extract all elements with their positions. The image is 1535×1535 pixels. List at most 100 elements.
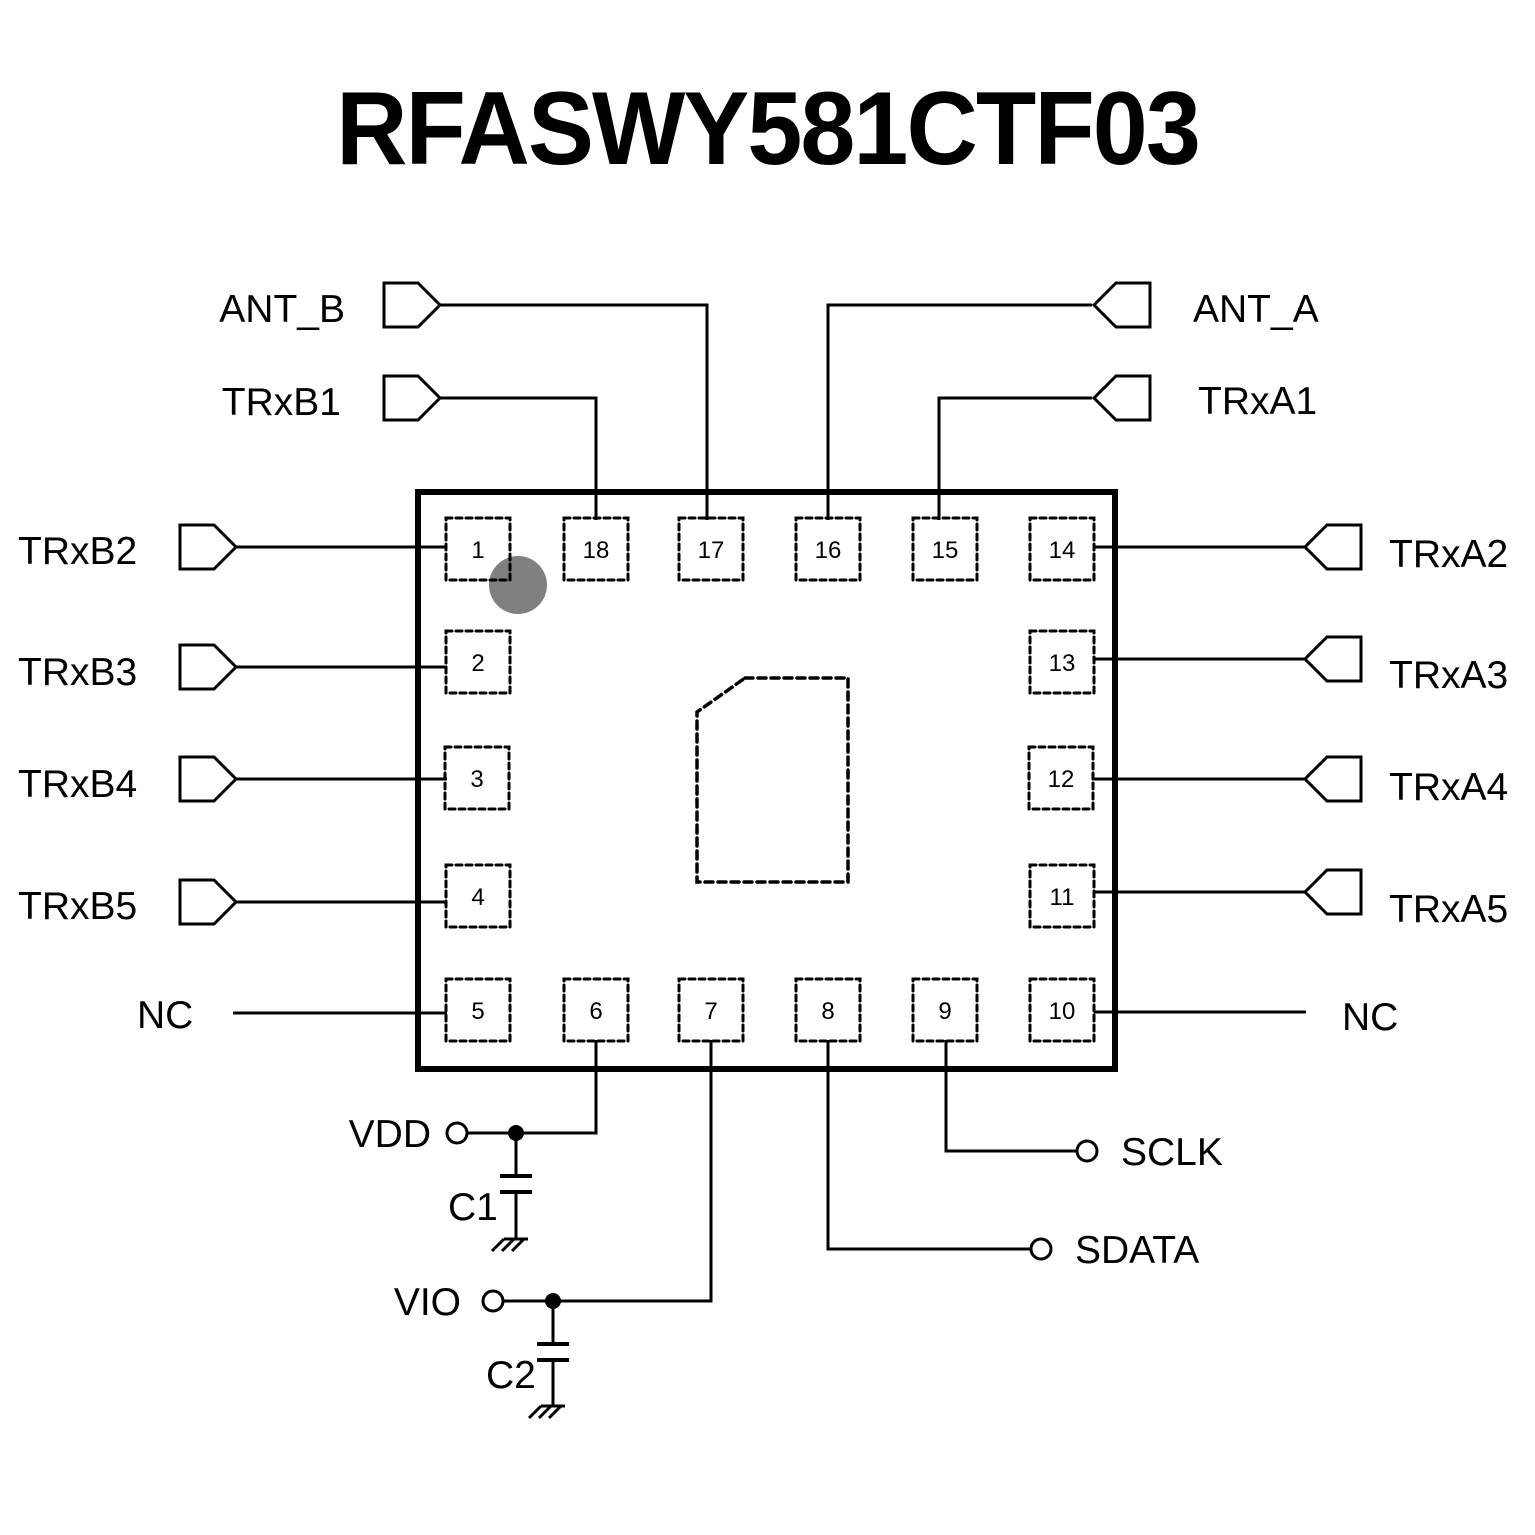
pin-pad-outline bbox=[911, 516, 979, 582]
pin-number: 1 bbox=[471, 537, 484, 564]
label-trxa3: TRxA3 bbox=[1389, 654, 1508, 697]
label-trxb5: TRxB5 bbox=[18, 885, 137, 928]
label-ant-a: ANT_A bbox=[1193, 288, 1319, 331]
pin-number: 6 bbox=[589, 998, 602, 1025]
pin-pad-outline bbox=[1028, 977, 1096, 1043]
label-trxa5: TRxA5 bbox=[1389, 888, 1508, 931]
label-c1: C1 bbox=[448, 1186, 498, 1229]
pin-pad-outline bbox=[677, 516, 745, 582]
label-vio: VIO bbox=[394, 1281, 461, 1324]
port-icon-trxa2 bbox=[1302, 523, 1363, 571]
label-trxb4: TRxB4 bbox=[18, 763, 137, 806]
part-number-title: RFASWY581CTF03 bbox=[336, 71, 1201, 187]
pin-pad-outline bbox=[677, 977, 745, 1043]
label-trxb1: TRxB1 bbox=[222, 381, 341, 424]
label-trxb3: TRxB3 bbox=[18, 651, 137, 694]
port-icon-trxa3 bbox=[1302, 635, 1363, 683]
label-sclk: SCLK bbox=[1121, 1131, 1223, 1174]
terminal-icon-sdata bbox=[1029, 1237, 1053, 1261]
pin-pad-2: 2 bbox=[444, 629, 512, 695]
pin-pad-15: 15 bbox=[911, 516, 979, 582]
pin-pad-outline bbox=[562, 977, 630, 1043]
terminal-icon-vio bbox=[481, 1289, 505, 1313]
pin-pad-3: 3 bbox=[443, 745, 511, 811]
label-trxa4: TRxA4 bbox=[1389, 766, 1508, 809]
pin-pad-outline bbox=[444, 863, 512, 929]
wire-trxb1 bbox=[440, 396, 598, 520]
pin-pad-16: 16 bbox=[794, 516, 862, 582]
pin-pad-outline bbox=[444, 629, 512, 695]
port-icon-trxa5 bbox=[1302, 868, 1363, 916]
wire-sclk bbox=[944, 1040, 1077, 1153]
ground-icon-c1 bbox=[490, 1237, 528, 1253]
pin-pad-14: 14 bbox=[1028, 516, 1096, 582]
exposed-pad bbox=[695, 676, 850, 884]
pin-number: 3 bbox=[470, 766, 483, 793]
pin-number: 2 bbox=[471, 650, 484, 677]
port-icon-trxb1 bbox=[382, 374, 443, 422]
pin-pad-12: 12 bbox=[1027, 745, 1095, 811]
pin-number: 13 bbox=[1049, 650, 1076, 677]
pin-number: 15 bbox=[932, 537, 959, 564]
port-icon-trxb5 bbox=[178, 878, 239, 926]
label-nc-left: NC bbox=[137, 994, 193, 1037]
pin-number: 16 bbox=[815, 537, 842, 564]
pin-pad-6: 6 bbox=[562, 977, 630, 1043]
port-icon-ant-b bbox=[382, 281, 443, 329]
pin1-marker bbox=[489, 556, 547, 614]
pin-pad-11: 11 bbox=[1028, 863, 1096, 929]
pin-pad-7: 7 bbox=[677, 977, 745, 1043]
pin-number: 5 bbox=[471, 998, 484, 1025]
pin-pad-4: 4 bbox=[444, 863, 512, 929]
label-nc-right: NC bbox=[1342, 996, 1398, 1039]
label-vdd: VDD bbox=[349, 1113, 431, 1156]
pin-pad-outline bbox=[794, 977, 862, 1043]
pin-number: 11 bbox=[1050, 884, 1075, 911]
pin-pad-13: 13 bbox=[1028, 629, 1096, 695]
ground-icon-c2 bbox=[527, 1404, 565, 1420]
pin-number: 7 bbox=[704, 998, 717, 1025]
pin-pad-5: 5 bbox=[444, 977, 512, 1043]
pin-pad-1: 1 bbox=[444, 516, 512, 582]
pin-pad-17: 17 bbox=[677, 516, 745, 582]
wire-sdata bbox=[826, 1040, 1031, 1251]
pin-pad-9: 9 bbox=[911, 977, 979, 1043]
wire-ant-a bbox=[826, 303, 1092, 520]
pin-pad-outline bbox=[444, 977, 512, 1043]
pin-pad-8: 8 bbox=[794, 977, 862, 1043]
wire-ant-b bbox=[440, 303, 709, 520]
pin-pad-outline bbox=[911, 977, 979, 1043]
pin-pad-outline bbox=[1028, 516, 1096, 582]
label-ant-b: ANT_B bbox=[219, 288, 345, 331]
pin-pad-outline bbox=[1028, 863, 1096, 929]
label-trxa1: TRxA1 bbox=[1198, 380, 1317, 423]
label-c2: C2 bbox=[486, 1354, 536, 1397]
pin-number: 4 bbox=[471, 884, 484, 911]
pin-number: 18 bbox=[583, 537, 610, 564]
wire-vdd bbox=[467, 1040, 598, 1135]
label-sdata: SDATA bbox=[1075, 1229, 1199, 1272]
port-icon-trxa1 bbox=[1091, 374, 1152, 422]
capacitor-c2 bbox=[537, 1301, 569, 1406]
pin-number: 17 bbox=[698, 537, 725, 564]
wire-trxa1 bbox=[937, 396, 1092, 520]
pin-number: 9 bbox=[938, 998, 951, 1025]
terminal-icon-vdd bbox=[445, 1121, 469, 1145]
port-icon-trxb4 bbox=[178, 755, 239, 803]
pin-number: 14 bbox=[1049, 537, 1076, 564]
pin-number: 10 bbox=[1049, 998, 1076, 1025]
pin-pad-10: 10 bbox=[1028, 977, 1096, 1043]
label-trxa2: TRxA2 bbox=[1389, 533, 1508, 576]
port-icon-trxa4 bbox=[1302, 755, 1363, 803]
pin-number: 8 bbox=[821, 998, 834, 1025]
pin-pad-18: 18 bbox=[562, 516, 630, 582]
port-icon-trxb3 bbox=[178, 643, 239, 691]
port-icon-trxb2 bbox=[178, 523, 239, 571]
pin-pad-outline bbox=[444, 516, 512, 582]
pin-pad-outline bbox=[1028, 629, 1096, 695]
terminal-icon-sclk bbox=[1075, 1139, 1099, 1163]
wire-vio bbox=[503, 1040, 713, 1303]
capacitor-c1 bbox=[500, 1133, 532, 1239]
